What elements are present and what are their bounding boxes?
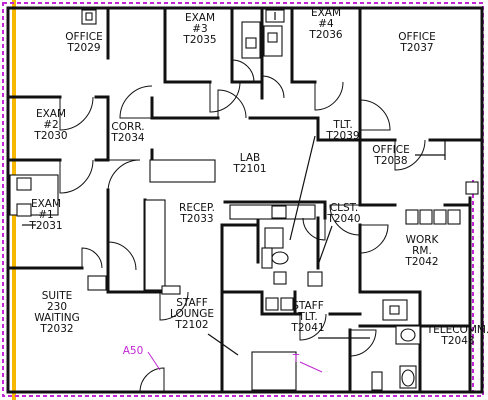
marker-indicators <box>147 351 323 373</box>
room-label-exam3-t2035-line3: T2035 <box>182 34 216 46</box>
room-label-exam1-t2031-line1: EXAM <box>31 198 61 210</box>
room-label-recep-t2033-line2: T2033 <box>179 213 213 225</box>
room-label-stafftlt-t2041-line3: T2041 <box>290 322 324 334</box>
room-label-suite-t2032-line2: 230 <box>47 301 67 313</box>
room-label-exam2-t2030-line3: T2030 <box>33 130 67 142</box>
room-label-exam3-t2035-line1: EXAM <box>185 12 215 24</box>
room-label-recep-t2033-line1: RECEP. <box>179 202 215 214</box>
room-label-office-t2038-line1: OFFICE <box>372 144 409 156</box>
room-label-tlt-t2039-line1: TLT. <box>332 119 352 131</box>
room-label-telecomm-t2043-line2: T2043 <box>440 335 474 347</box>
room-label-exam4-t2036-line1: EXAM <box>311 7 341 19</box>
room-label-exam2-t2030-line1: EXAM <box>36 108 66 120</box>
room-label-lounge-t2102-line1: STAFF <box>176 297 208 309</box>
selection-border <box>2 2 484 397</box>
room-label-exam4-t2036-line3: T2036 <box>308 29 342 41</box>
room-label-office-t2037-line2: T2037 <box>399 42 433 54</box>
room-label-clst-t2040-line2: T2040 <box>326 213 360 225</box>
room-label-telecomm-t2043-line1: TELECOMM. <box>426 324 488 336</box>
fixtures <box>9 9 479 391</box>
room-label-workrm-t2042-line2: RM. <box>412 245 432 257</box>
room-label-tlt-t2039-line2: T2039 <box>325 130 359 142</box>
room-label-exam3-t2035-line2: #3 <box>192 23 207 35</box>
room-label-lounge-t2102-line2: LOUNGE <box>170 308 214 320</box>
room-label-stafftlt-t2041-line2: TLT. <box>297 311 317 323</box>
room-label-lab-t2101-line2: T2101 <box>232 163 266 175</box>
room-label-exam1-t2031-line3: T2031 <box>28 220 62 232</box>
marker-t: T <box>292 353 300 365</box>
room-label-lounge-t2102-line3: T2102 <box>174 319 208 331</box>
room-label-exam1-t2031-line2: #1 <box>38 209 53 221</box>
room-label-exam2-t2030-line2: #2 <box>43 119 58 131</box>
room-label-suite-t2032-line3: WAITING <box>34 312 80 324</box>
door-swings <box>59 59 426 393</box>
room-label-lab-t2101-line1: LAB <box>240 152 260 164</box>
room-label-corr-t2034-line1: CORR. <box>111 121 144 133</box>
room-label-clst-t2040-line1: CLST. <box>330 202 358 214</box>
marker-a50: A50 <box>123 345 144 357</box>
room-label-suite-t2032-line4: T2032 <box>39 323 73 335</box>
room-label-stafftlt-t2041-line1: STAFF <box>292 300 324 312</box>
room-label-exam4-t2036-line2: #4 <box>318 18 334 30</box>
room-label-office-t2029-line1: OFFICE <box>65 31 102 43</box>
room-label-corr-t2034-line2: T2034 <box>110 132 144 144</box>
room-label-office-t2029-line2: T2029 <box>66 42 100 54</box>
leader-lines <box>22 135 370 356</box>
room-label-suite-t2032-line1: SUITE <box>42 290 73 302</box>
room-label-office-t2037-line1: OFFICE <box>398 31 435 43</box>
room-label-office-t2038-line2: T2038 <box>373 155 407 167</box>
room-label-workrm-t2042-line3: T2042 <box>404 256 438 268</box>
room-label-workrm-t2042-line1: WORK <box>406 234 440 246</box>
